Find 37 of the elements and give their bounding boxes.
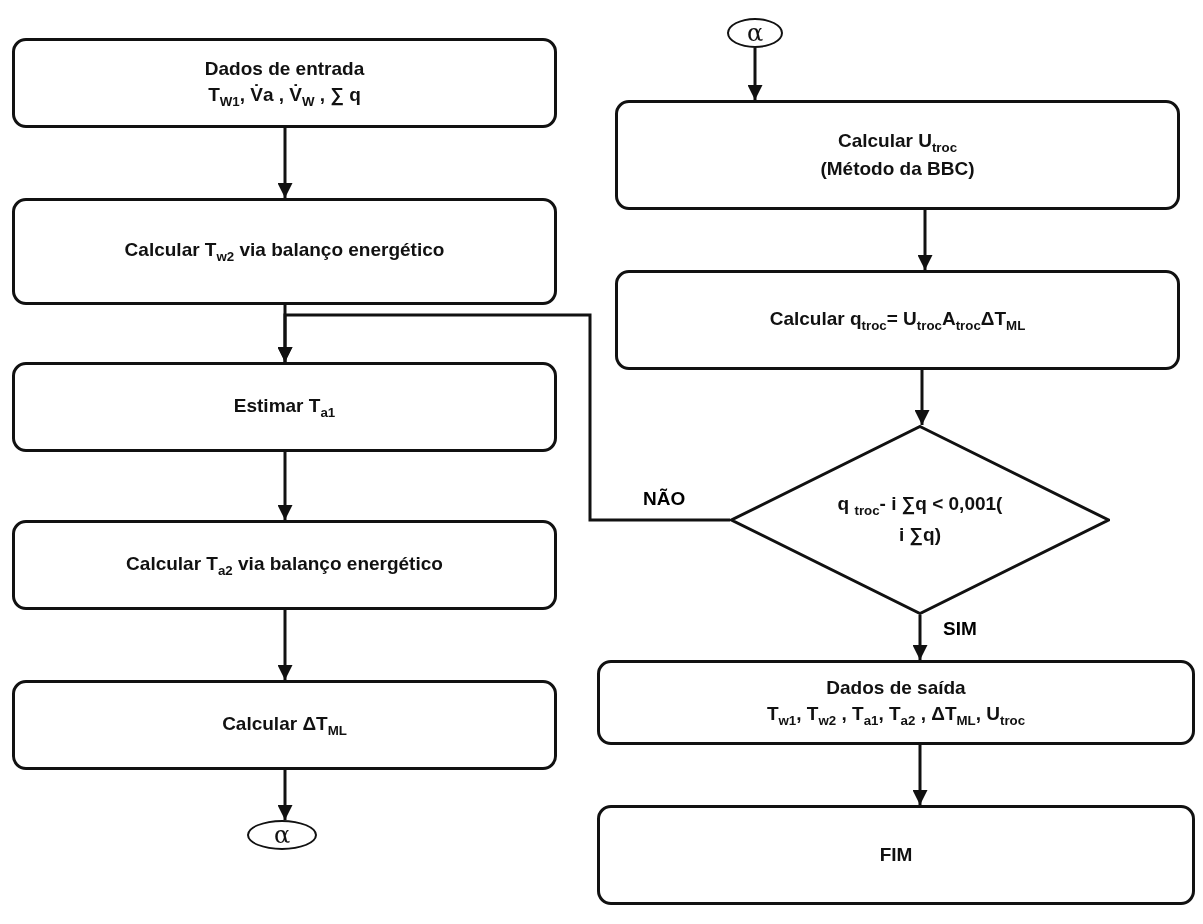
process-box xyxy=(12,520,557,610)
process-box xyxy=(597,805,1195,905)
process-box xyxy=(615,270,1180,370)
node-text: q $_{troc}$- i ∑q < 0,001( i ∑q) xyxy=(836,492,1004,548)
connector-symbol: α xyxy=(746,21,764,45)
node-text: T$_{w1}$, T$_{w2}$ , T$_{a1}$, T$_{a2}$ , ΔT$_{ML}$, U$_{troc}$ xyxy=(766,703,1026,728)
connector-circle xyxy=(247,820,317,850)
node-text: Calcular T$_{w2}$ via balanço energético xyxy=(124,239,445,264)
process-box xyxy=(12,362,557,452)
arrow xyxy=(277,128,293,198)
node-text: Dados de entrada xyxy=(204,57,365,80)
arrow xyxy=(914,370,930,425)
arrow xyxy=(912,745,928,805)
arrow xyxy=(912,615,928,660)
connector-symbol: α xyxy=(273,823,291,847)
arrow xyxy=(277,770,293,820)
node-text: FIM xyxy=(879,844,913,866)
process-box xyxy=(597,660,1195,745)
arrow xyxy=(277,452,293,520)
arrow xyxy=(277,610,293,680)
connector-circle xyxy=(727,18,783,48)
node-text: Calcular U$_{troc}$ xyxy=(837,129,958,155)
arrow xyxy=(747,48,763,100)
node-text: Dados de saída xyxy=(826,677,966,700)
process-box xyxy=(12,198,557,305)
process-box xyxy=(12,680,557,770)
process-box xyxy=(12,38,557,128)
arrow xyxy=(917,210,933,270)
node-text: Calcular ΔT$_{ML}$ xyxy=(222,712,347,738)
node-text: T$_{W1}$, V̇a , V̇$_{W}$ , ∑ q xyxy=(208,83,361,109)
node-text: Calcular q$_{troc}$= U$_{troc}$A$_{troc}$ΔT$_{ML}$ xyxy=(769,307,1026,333)
node-text: Estimar T$_{a1}$ xyxy=(233,394,336,420)
decision-diamond xyxy=(730,425,1110,615)
node-text: (Método da BBC) xyxy=(820,158,975,181)
process-box xyxy=(615,100,1180,210)
node-text: Calcular T$_{a2}$ via balanço energético xyxy=(126,552,443,578)
arrow xyxy=(277,313,730,522)
